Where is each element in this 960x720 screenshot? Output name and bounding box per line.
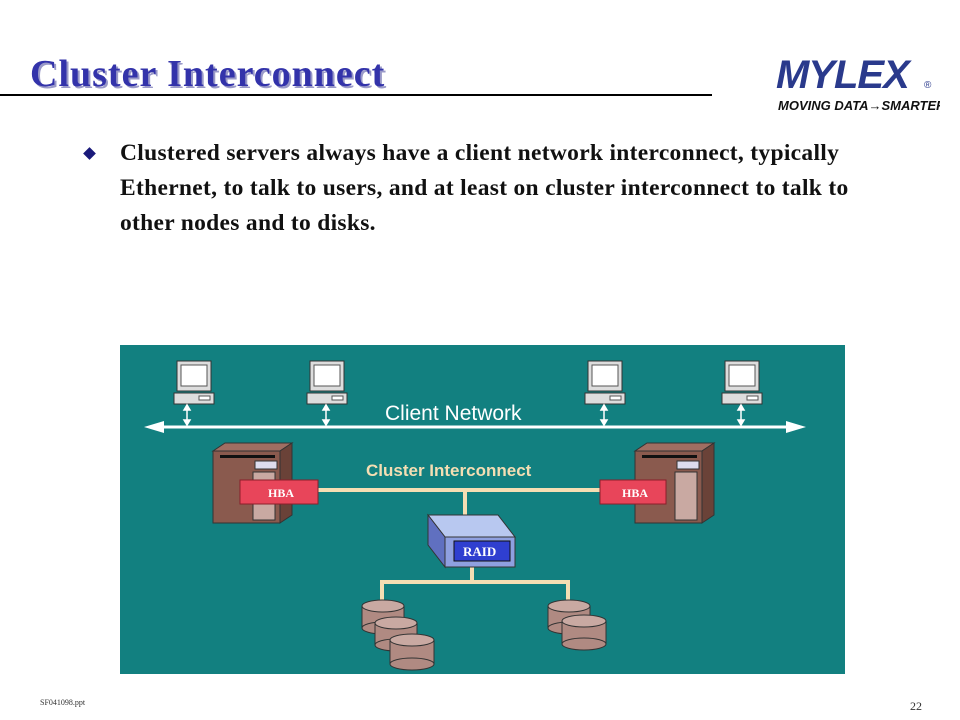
client-computer-icon: [721, 360, 763, 405]
client-drop-arrows: [182, 403, 746, 427]
footer-filename: SF041098.ppt: [40, 698, 86, 707]
title-underline: [0, 94, 712, 96]
hba-left-card: HBA: [239, 479, 319, 505]
hba-right-card: HBA: [599, 479, 667, 505]
raid-label: RAID: [463, 544, 496, 559]
cluster-interconnect-lines: [280, 488, 600, 607]
mylex-logo-tagline: MOVING DATA→SMARTER: [778, 98, 940, 113]
mylex-logo: MYLEX ® MOVING DATA→SMARTER: [776, 53, 940, 113]
disk-icon: [389, 633, 435, 671]
client-computer-icon: [306, 360, 348, 405]
mylex-logo-wordmark: MYLEX: [776, 53, 912, 97]
client-computer-icon: [173, 360, 215, 405]
slide-title: Cluster Interconnect: [30, 53, 386, 95]
raid-enclosure-icon: RAID: [426, 513, 517, 569]
cluster-interconnect-label: Cluster Interconnect: [366, 461, 532, 480]
cluster-diagram: Client Network Cluster Interconnect HBA …: [120, 345, 845, 674]
client-network-label: Client Network: [385, 402, 522, 425]
bullet-list: Clustered servers always have a client n…: [80, 136, 880, 241]
client-computer-icon: [584, 360, 626, 405]
disk-icon: [561, 614, 607, 651]
client-network-line: [144, 421, 806, 433]
page-number: 22: [910, 699, 922, 713]
hba-left-label: HBA: [268, 486, 294, 500]
hba-right-label: HBA: [622, 486, 648, 500]
bullet-item: Clustered servers always have a client n…: [80, 136, 880, 241]
mylex-logo-registered: ®: [924, 80, 932, 91]
bullet-diamond-icon: [83, 147, 96, 160]
bullet-text: Clustered servers always have a client n…: [120, 140, 849, 236]
